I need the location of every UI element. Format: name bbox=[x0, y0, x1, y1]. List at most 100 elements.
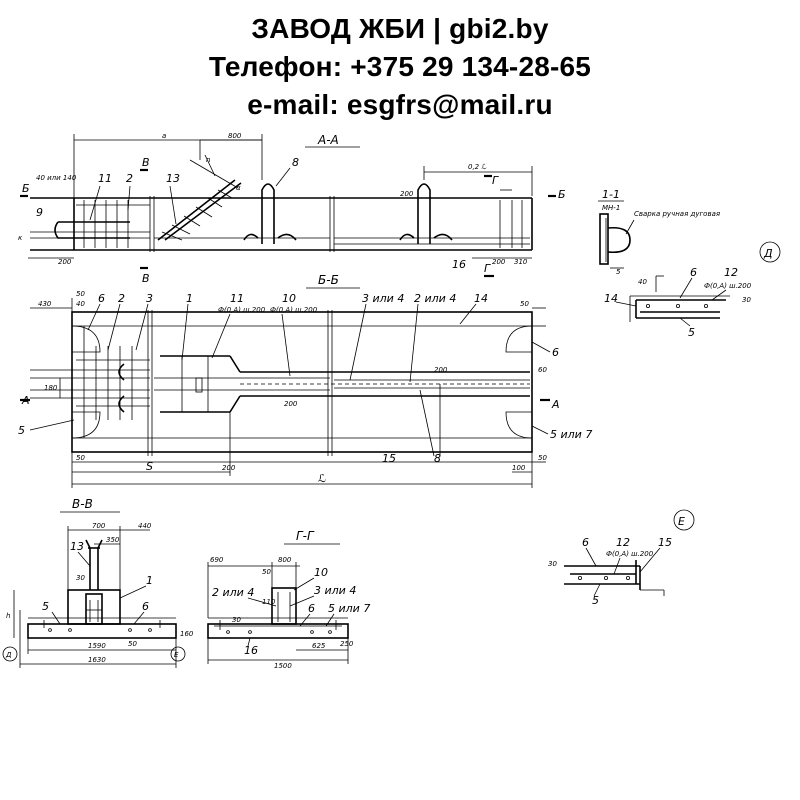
section-bb-title: Б-Б bbox=[318, 273, 339, 287]
node-e-ref-circle bbox=[170, 646, 186, 662]
pos-8-aa: 8 bbox=[292, 156, 299, 169]
dim-60: 60 bbox=[538, 366, 547, 374]
dim-40-140: 40 или 140 bbox=[36, 174, 77, 182]
mark-a-right: А bbox=[551, 398, 560, 411]
pos-6-vv: 6 bbox=[142, 600, 149, 613]
pos-8-bb: 8 bbox=[434, 452, 441, 465]
dim-h-vv: h bbox=[6, 612, 10, 620]
dim-alpha: α bbox=[236, 184, 241, 192]
dim-800-gg: 800 bbox=[278, 556, 292, 564]
section-bb: Б-Б bbox=[18, 262, 592, 488]
pos-2-bb: 2 bbox=[118, 292, 125, 305]
pos-1-bb: 1 bbox=[186, 292, 193, 305]
dim-30-vv: 30 bbox=[76, 574, 85, 582]
node-e-ref: Е bbox=[174, 651, 179, 659]
dim-160-vv: 160 bbox=[180, 630, 194, 638]
pos-9-aa: 9 bbox=[36, 206, 43, 219]
pos-2-aa: 2 bbox=[126, 172, 133, 185]
section-11-title: 1-1 bbox=[602, 188, 620, 201]
pos-14-d: 14 bbox=[604, 292, 618, 305]
dim-50-bot-l: 50 bbox=[76, 454, 85, 462]
mark-g-bb: Г bbox=[484, 262, 491, 275]
pos-10-bb: 10 bbox=[282, 292, 296, 305]
dim-800: 800 bbox=[228, 132, 242, 140]
section-gg-title: Г-Г bbox=[296, 529, 315, 543]
dim-440-vv: 440 bbox=[138, 522, 152, 530]
dim-200-c: 200 bbox=[400, 190, 414, 198]
pos-10-gg: 10 bbox=[314, 566, 328, 579]
section-aa-title: А-А bbox=[317, 133, 339, 147]
dim-n: n bbox=[206, 156, 210, 164]
dim-50-gg: 50 bbox=[262, 568, 271, 576]
pos-6-gg: 6 bbox=[308, 602, 315, 615]
dim-30-d: 30 bbox=[742, 296, 751, 304]
dim-430: 430 bbox=[38, 300, 52, 308]
header-phone: Телефон: +375 29 134-28-65 bbox=[208, 51, 592, 82]
mark-b-left: Б bbox=[22, 182, 30, 195]
dim-40-bb: 40 bbox=[76, 300, 85, 308]
dim-02l: 0,2 ℒ bbox=[468, 163, 486, 171]
pos-2or4-bb: 2 или 4 bbox=[414, 292, 456, 305]
pos-16-aa: 16 bbox=[452, 258, 466, 271]
dim-50-bot-r: 50 bbox=[538, 454, 547, 462]
pos-3or4-bb: 3 или 4 bbox=[362, 292, 404, 305]
pos-16-gg: 16 bbox=[244, 644, 258, 657]
pos-3-bb: 3 bbox=[146, 292, 153, 305]
pos-15-e: 15 bbox=[658, 536, 672, 549]
pos-13-aa: 13 bbox=[166, 172, 180, 185]
mark-b-right: Б bbox=[558, 188, 566, 201]
pos-5or7-gg: 5 или 7 bbox=[328, 602, 370, 615]
dim-350-vv: 350 bbox=[106, 536, 120, 544]
dim-50-right: 50 bbox=[520, 300, 529, 308]
section-1-1: 1-1 МН-1 Сварка ручная дуговая 5 bbox=[598, 188, 720, 276]
node-d-ref-circle bbox=[2, 646, 18, 662]
pos-15-bb: 15 bbox=[382, 452, 396, 465]
node-d-ref: Д bbox=[5, 651, 12, 659]
mark-v-top: В bbox=[142, 156, 150, 169]
dim-700-vv: 700 bbox=[92, 522, 106, 530]
pos-14-bb: 14 bbox=[474, 292, 488, 305]
section-gg: Г-Г 690 800 50 1500 625 110 30 250 10 2 … bbox=[207, 529, 370, 670]
pos-5-d: 5 bbox=[688, 326, 695, 339]
weld-note: Сварка ручная дуговая bbox=[634, 210, 720, 218]
dim-40-d: 40 bbox=[638, 278, 647, 286]
pos-3or4-gg: 3 или 4 bbox=[314, 584, 356, 597]
pos-2or4-gg: 2 или 4 bbox=[212, 586, 254, 599]
section-vv: В-В 700 440 350 30 1590 bbox=[2, 497, 194, 668]
node-d-label: Д bbox=[763, 247, 773, 260]
dim-50-vv: 50 bbox=[128, 640, 137, 648]
dim-625-gg: 625 bbox=[312, 642, 326, 650]
dim-1630-vv: 1630 bbox=[88, 656, 106, 664]
section-11-sub: МН-1 bbox=[602, 204, 620, 212]
dim-310: 310 bbox=[514, 258, 528, 266]
dim-k: к bbox=[18, 234, 23, 242]
dim-1590-vv: 1590 bbox=[88, 642, 106, 650]
pos-6-e: 6 bbox=[582, 536, 589, 549]
dim-30-gg: 30 bbox=[232, 616, 241, 624]
mark-a-left: А bbox=[21, 394, 30, 407]
dim-5-11: 5 bbox=[616, 268, 621, 276]
dim-a: а bbox=[162, 132, 166, 140]
header-email: e-mail: esgfrs@mail.ru bbox=[247, 89, 553, 120]
dim-110-gg: 110 bbox=[262, 598, 276, 606]
mark-g-top: Г bbox=[492, 174, 499, 187]
dim-s: S bbox=[146, 460, 153, 473]
header-company: ЗАВОД ЖБИ | gbi2.by bbox=[251, 13, 549, 44]
dim-100: 100 bbox=[512, 464, 526, 472]
pos-13-vv: 13 bbox=[70, 540, 84, 553]
dim-690-gg: 690 bbox=[210, 556, 224, 564]
dim-180: 180 bbox=[44, 384, 58, 392]
pos-11-aa: 11 bbox=[98, 172, 112, 185]
mark-v-bottom: В bbox=[142, 272, 150, 285]
dim-200-bb-c: 200 bbox=[222, 464, 236, 472]
spec-11-bb: Ф(0,А) ш.200 bbox=[218, 306, 266, 314]
dim-50-top: 50 bbox=[76, 290, 85, 298]
node-e-label: Е bbox=[678, 515, 685, 528]
dim-200-bb-b: 200 bbox=[434, 366, 448, 374]
pos-5-bb: 5 bbox=[18, 424, 25, 437]
dim-250-gg: 250 bbox=[340, 640, 354, 648]
section-vv-title: В-В bbox=[72, 497, 93, 511]
spec-10-bb: Ф(0,А) ш.200 bbox=[270, 306, 318, 314]
pos-12-d: 12 bbox=[724, 266, 738, 279]
